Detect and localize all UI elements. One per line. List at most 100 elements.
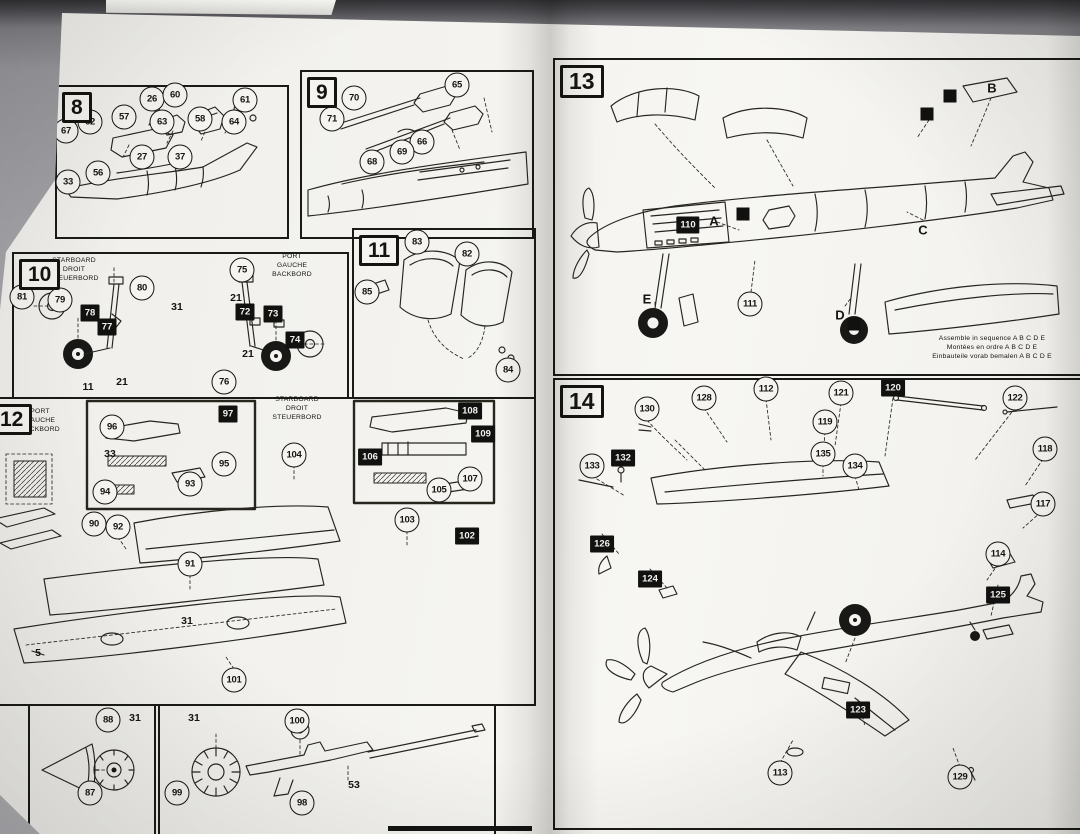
part-number-tag: 77 (97, 318, 117, 336)
booklet-page-edge (106, 0, 336, 15)
part-number-tag: 109 (471, 425, 495, 443)
sequence-letter: C (918, 222, 928, 238)
step-number: 8 (62, 92, 92, 123)
part-number-tag: 106 (358, 448, 382, 466)
step-9-gun-diagram (307, 85, 529, 217)
part-number-tag: 72 (235, 303, 255, 321)
step-number: 11 (359, 235, 400, 266)
part-number-tag: 124 (638, 570, 662, 588)
part-number-callout: 90 (81, 511, 107, 537)
part-number-callout: 60 (162, 82, 188, 108)
part-number-callout: 117 (1030, 491, 1056, 517)
part-number-callout: 33 (55, 169, 81, 195)
part-number-callout: 119 (812, 409, 838, 435)
part-number-callout: 58 (187, 106, 213, 132)
part-number-callout: 61 (232, 87, 258, 113)
part-number-callout: 105 (426, 477, 452, 503)
part-number-callout: 68 (359, 149, 385, 175)
sequence-letter: A (709, 213, 719, 229)
part-number-tag: 78 (80, 304, 100, 322)
step-10-landing-gear-diagram (33, 265, 325, 371)
part-number-plain: 21 (116, 376, 128, 388)
part-number-callout: 79 (47, 287, 73, 313)
part-number-callout: 113 (767, 760, 793, 786)
part-number-plain: 5 (35, 647, 41, 659)
paint-marker-square (736, 207, 750, 221)
paint-marker-square (920, 107, 934, 121)
part-number-plain: 21 (230, 292, 242, 304)
step-11-line-art (369, 250, 515, 362)
part-number-callout: 85 (354, 279, 380, 305)
step-12-line-art (0, 399, 496, 670)
part-number-callout: 92 (105, 514, 131, 540)
part-number-callout: 134 (842, 453, 868, 479)
part-number-callout: 82 (454, 241, 480, 267)
part-number-callout: 98 (289, 790, 315, 816)
part-number-callout: 112 (753, 376, 779, 402)
step-number: 12 (0, 404, 33, 435)
part-number-callout: 107 (457, 466, 483, 492)
part-number-callout: 87 (77, 780, 103, 806)
part-number-callout: 26 (139, 86, 165, 112)
part-number-callout: 104 (281, 442, 307, 468)
part-number-callout: 83 (404, 229, 430, 255)
part-number-callout: 100 (284, 708, 310, 734)
part-number-plain: 53 (348, 779, 360, 791)
step-13-fuselage-diagram (570, 77, 1065, 344)
part-number-callout: 128 (691, 385, 717, 411)
part-number-callout: 114 (985, 541, 1011, 567)
part-number-tag: 102 (455, 527, 479, 545)
part-number-callout: 121 (828, 380, 854, 406)
part-number-callout: 118 (1032, 436, 1058, 462)
part-number-tag: 73 (263, 305, 283, 323)
part-number-callout: 27 (129, 144, 155, 170)
part-number-callout: 75 (229, 257, 255, 283)
page-bottom-rule (388, 826, 532, 831)
sequence-letter: B (987, 80, 997, 96)
part-number-plain: 11 (82, 381, 94, 393)
part-number-plain: 31 (129, 712, 141, 724)
part-number-callout: 80 (129, 275, 155, 301)
sequence-letter: E (642, 291, 652, 307)
note-text: PORT GAUCHE BACKBORD (272, 252, 312, 278)
spinner-assembly-panel: 88 31 87 (28, 704, 156, 834)
part-number-callout: 56 (85, 160, 111, 186)
part-number-tag: 123 (846, 701, 870, 719)
part-number-callout: 76 (211, 369, 237, 395)
part-number-tag: 126 (590, 535, 614, 553)
assembly-step-8-panel: 8 26606167625763586427375633 (53, 82, 289, 239)
part-number-callout: 94 (92, 479, 118, 505)
paint-marker-square (943, 89, 957, 103)
part-number-callout: 93 (177, 471, 203, 497)
note-text: STARBOARD DROIT STEUERBORD (49, 256, 99, 282)
part-number-callout: 103 (394, 507, 420, 533)
machine-gun-diagram (191, 720, 486, 797)
part-number-tag: 74 (285, 331, 305, 349)
part-number-plain: 31 (181, 615, 193, 627)
part-number-callout: 122 (1002, 385, 1028, 411)
part-number-tag: 132 (611, 449, 635, 467)
part-number-tag: 108 (458, 402, 482, 420)
machine-gun-line-art (191, 720, 486, 797)
spinner-diagram (41, 743, 135, 795)
step-12-wing-diagram (0, 399, 496, 670)
note-text: Assemble in sequence A B C D E Montées e… (932, 334, 1052, 360)
part-number-callout: 91 (177, 551, 203, 577)
part-number-callout: 96 (99, 414, 125, 440)
part-number-callout: 64 (221, 109, 247, 135)
part-number-tag: 110 (676, 216, 700, 234)
part-number-callout: 130 (634, 396, 660, 422)
part-number-callout: 133 (579, 453, 605, 479)
paint-marker-square (847, 317, 861, 331)
part-number-callout: 65 (444, 72, 470, 98)
part-number-callout: 88 (95, 707, 121, 733)
part-number-callout: 69 (389, 139, 415, 165)
part-number-callout: 101 (221, 667, 247, 693)
